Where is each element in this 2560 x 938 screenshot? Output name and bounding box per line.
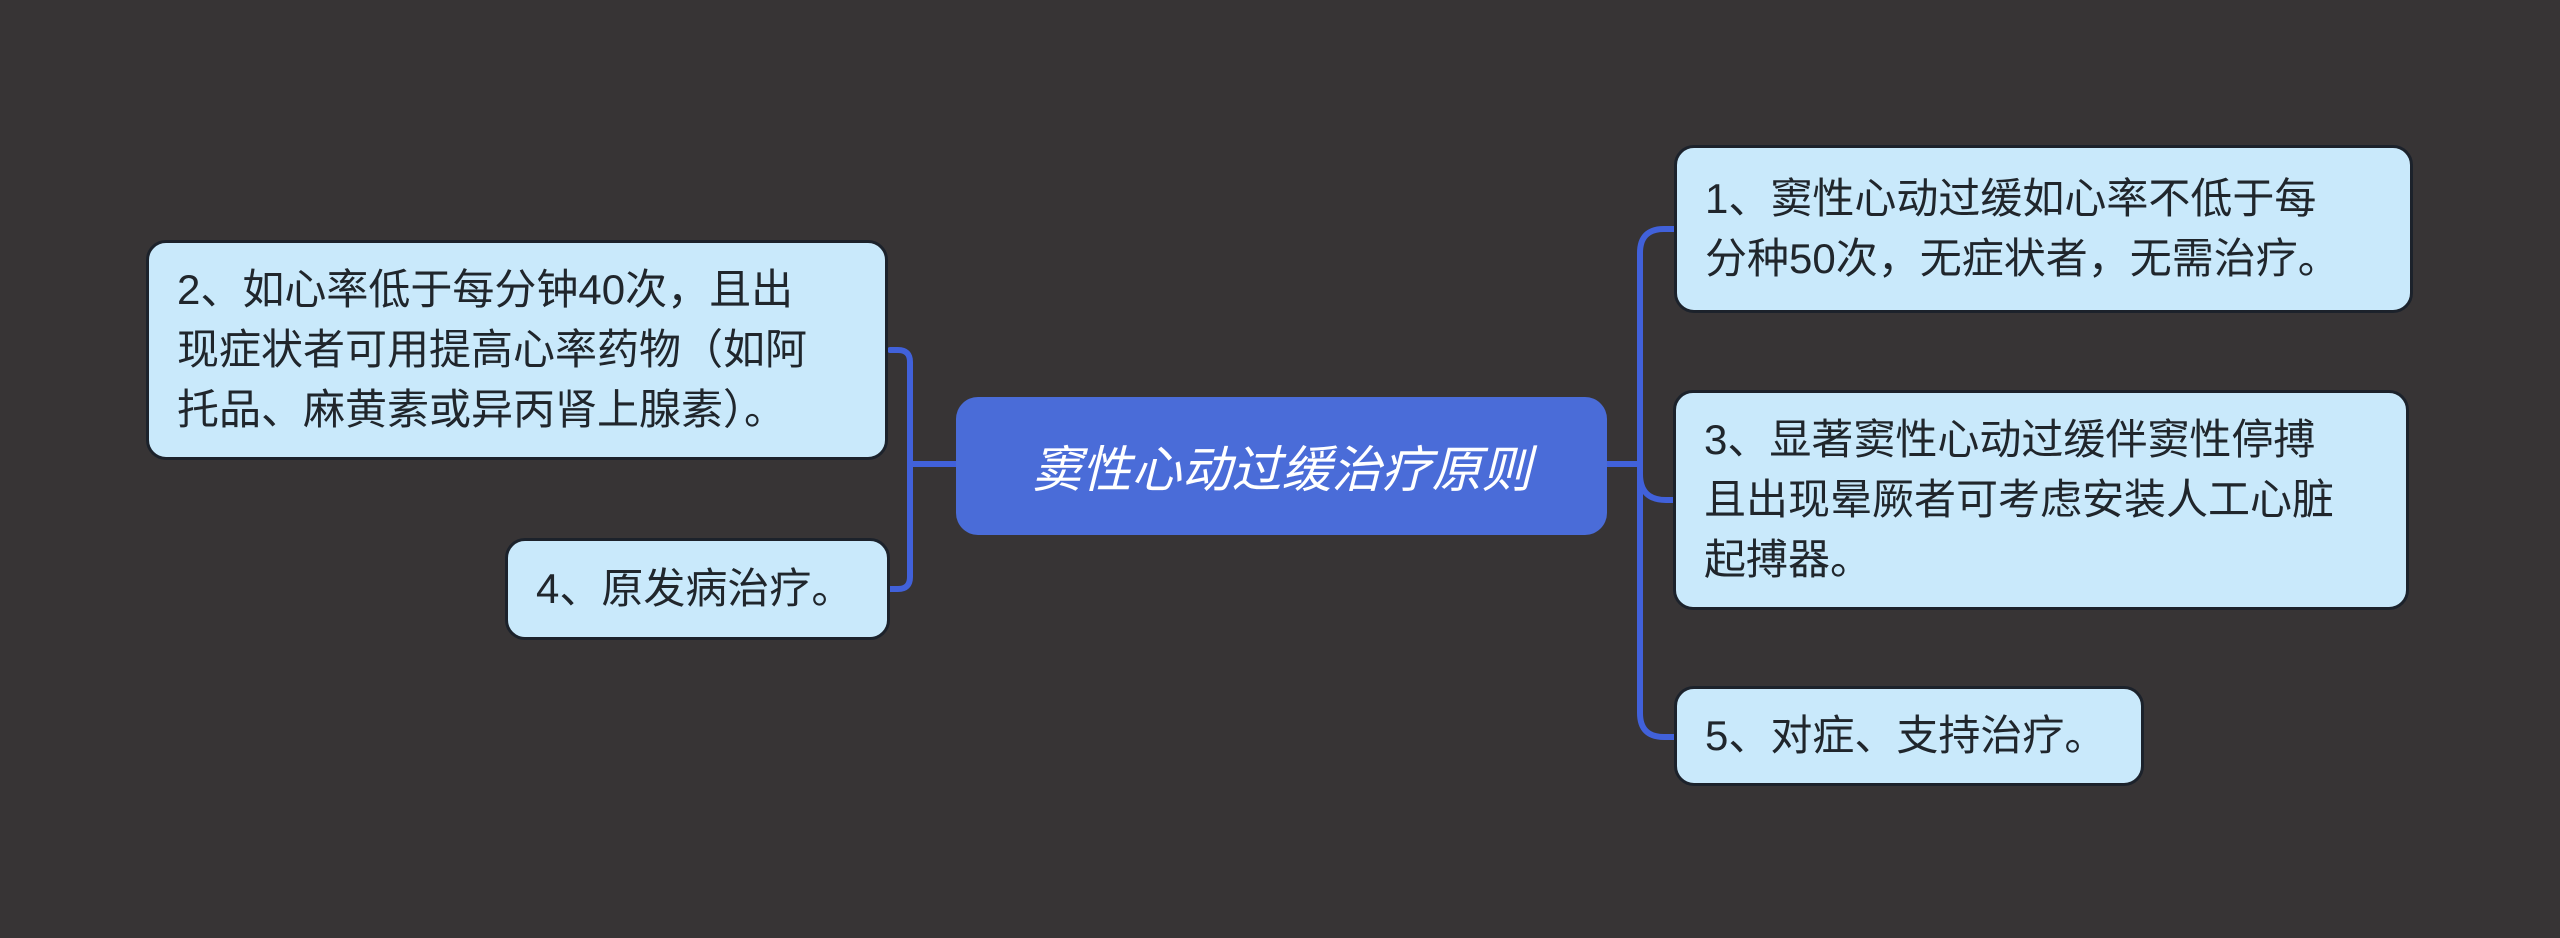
branch-node-2-label: 2、如心率低于每分钟40次，且出 现症状者可用提高心率药物（如阿 托品、麻黄素或… — [177, 266, 808, 433]
connector-right-bracket — [1637, 226, 1677, 740]
branch-node-5-label: 5、对症、支持治疗。 — [1705, 712, 2107, 759]
root-node[interactable]: 窦性心动过缓治疗原则 — [956, 397, 1607, 535]
branch-node-4-label: 4、原发病治疗。 — [536, 565, 854, 612]
branch-node-1-label: 1、窦性心动过缓如心率不低于每 分种50次，无症状者，无需治疗。 — [1705, 175, 2340, 282]
connector-left-bracket — [887, 347, 913, 592]
branch-node-5[interactable]: 5、对症、支持治疗。 — [1674, 686, 2144, 786]
branch-node-3-label: 3、显著窦性心动过缓伴窦性停搏 且出现晕厥者可考虑安装人工心脏 起搏器。 — [1704, 416, 2335, 583]
branch-node-2[interactable]: 2、如心率低于每分钟40次，且出 现症状者可用提高心率药物（如阿 托品、麻黄素或… — [146, 240, 888, 460]
root-node-label: 窦性心动过缓治疗原则 — [1031, 442, 1532, 498]
branch-node-4[interactable]: 4、原发病治疗。 — [505, 538, 890, 640]
branch-node-1[interactable]: 1、窦性心动过缓如心率不低于每 分种50次，无症状者，无需治疗。 — [1674, 145, 2413, 313]
connector-branch3-elbow — [1637, 471, 1677, 503]
branch-node-3[interactable]: 3、显著窦性心动过缓伴窦性停搏 且出现晕厥者可考虑安装人工心脏 起搏器。 — [1673, 390, 2409, 610]
